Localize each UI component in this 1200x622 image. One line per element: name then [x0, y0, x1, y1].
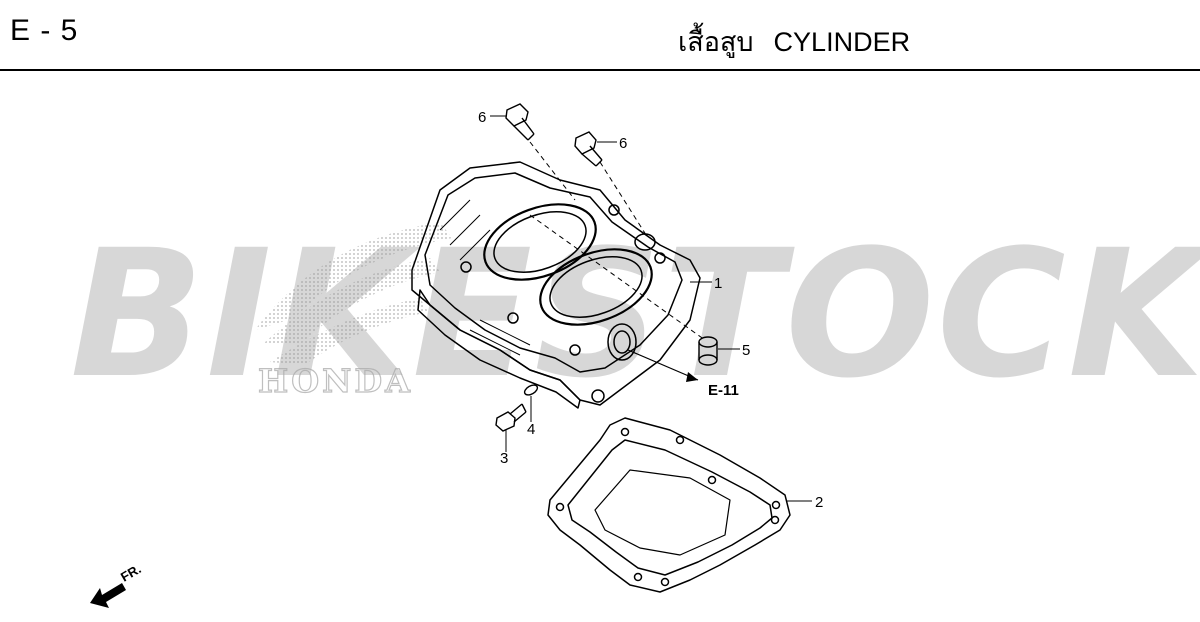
- dowel-pin-5: [698, 336, 718, 366]
- section-title: เสื้อสูบ CYLINDER: [678, 20, 910, 63]
- callout-5: 5: [742, 342, 750, 359]
- bolt-6-right: [574, 131, 603, 167]
- header-divider: [0, 69, 1200, 71]
- assembly-lines: [529, 141, 706, 341]
- bolt-3: [495, 403, 527, 432]
- leader-lines: [490, 115, 812, 502]
- front-direction-label: FR.: [118, 561, 144, 584]
- honda-logo-text: HONDA: [258, 362, 413, 400]
- reference-label: E-11: [708, 382, 739, 399]
- front-direction-arrow: FR.: [90, 561, 144, 608]
- callout-1: 1: [714, 275, 722, 292]
- callout-4: 4: [527, 421, 535, 438]
- section-title-english: CYLINDER: [773, 27, 911, 57]
- cylinder-gasket: [547, 417, 791, 593]
- callout-3: 3: [500, 450, 508, 467]
- cylinder-block: [411, 161, 701, 409]
- reference-arrow: [627, 349, 699, 382]
- bolt-6-left: [505, 103, 535, 141]
- callout-2: 2: [815, 494, 823, 511]
- section-code: E - 5: [10, 14, 79, 47]
- washer-4: [523, 384, 539, 396]
- honda-wing-logo: HONDA: [255, 222, 452, 401]
- callout-6b: 6: [619, 135, 627, 152]
- section-title-thai: เสื้อสูบ: [678, 27, 754, 58]
- callout-6a: 6: [478, 109, 486, 126]
